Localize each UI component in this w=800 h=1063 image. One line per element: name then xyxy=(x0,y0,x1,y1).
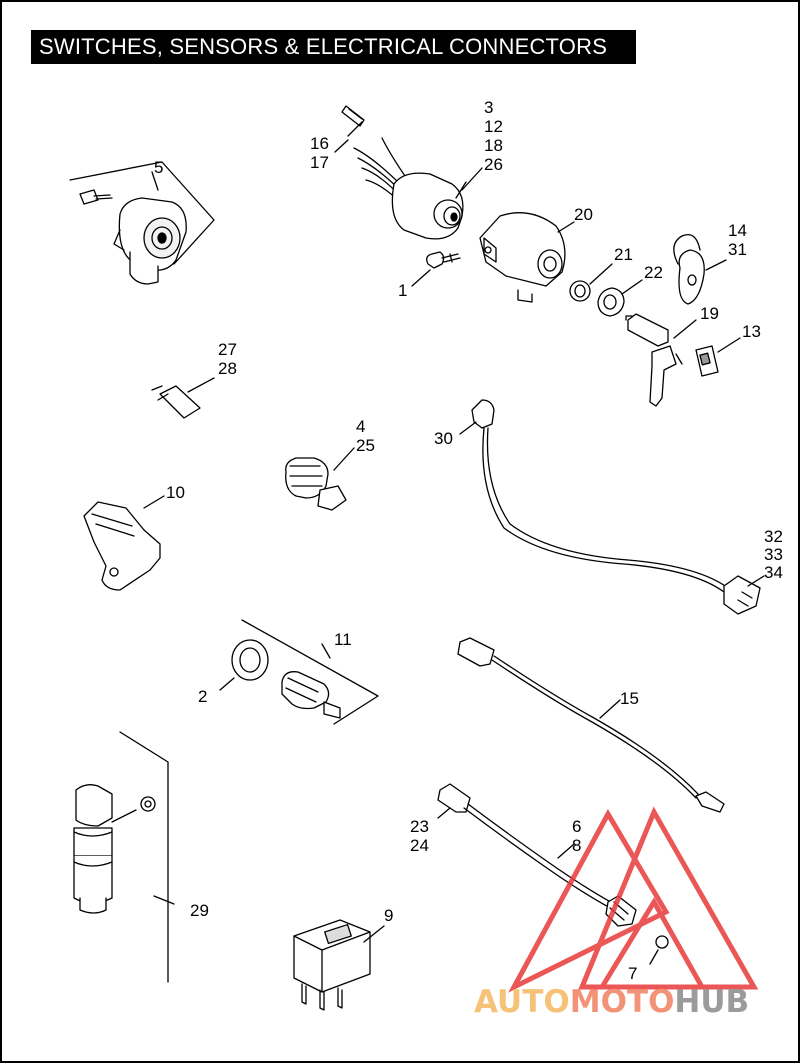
callout-5: 5 xyxy=(154,158,163,177)
callout-24: 24 xyxy=(410,836,429,855)
callout-12: 12 xyxy=(484,117,503,136)
callout-33: 33 xyxy=(764,545,783,564)
callout-2: 2 xyxy=(198,687,207,706)
part-16-fuse xyxy=(334,105,365,153)
callout-3: 3 xyxy=(484,98,493,117)
part-10-map-sensor xyxy=(83,495,165,591)
automotohub-watermark: AUTOMOTOHUB xyxy=(474,806,759,1020)
part-5-sensor-group xyxy=(69,161,215,285)
part-29-switch-group xyxy=(73,731,175,983)
callout-34: 34 xyxy=(764,563,783,582)
callout-29: 29 xyxy=(190,901,209,920)
callout-11: 11 xyxy=(334,630,352,649)
callout-30: 30 xyxy=(434,429,453,448)
callout-28: 28 xyxy=(218,359,237,378)
part-11-switch-group xyxy=(219,619,379,725)
part-19-keys xyxy=(625,313,697,407)
callout-31: 31 xyxy=(728,240,747,259)
callout-9: 9 xyxy=(384,906,393,925)
part-20-switch-housing xyxy=(479,212,575,303)
callout-7: 7 xyxy=(628,964,637,983)
callout-16: 16 xyxy=(310,134,329,153)
callout-8: 8 xyxy=(572,836,581,855)
watermark-triangle-icon xyxy=(508,806,759,993)
part-14-key-fob xyxy=(673,233,727,305)
callout-1: 1 xyxy=(398,281,407,300)
callout-20: 20 xyxy=(574,205,593,224)
callout-26: 26 xyxy=(484,155,503,174)
watermark-text-auto: AUTO xyxy=(474,984,570,1020)
callout-32: 32 xyxy=(764,527,783,546)
callout-14: 14 xyxy=(728,221,747,240)
part-4-pressure-switch xyxy=(285,447,355,511)
callout-18: 18 xyxy=(484,136,503,155)
part-9-relay xyxy=(293,919,385,1011)
part-15-sensor-cable xyxy=(457,637,725,813)
callout-numbers: 3 12 18 26 16 17 5 20 14 31 21 22 1 19 1… xyxy=(154,98,783,983)
callout-10: 10 xyxy=(166,483,185,502)
callout-4: 4 xyxy=(356,417,365,436)
part-13-key-tag xyxy=(695,337,741,377)
part-1-screw xyxy=(411,251,461,287)
callout-19: 19 xyxy=(700,304,719,323)
watermark-text-hub: HUB xyxy=(674,984,749,1020)
callout-15: 15 xyxy=(620,689,639,708)
callout-27: 27 xyxy=(218,340,237,359)
callout-17: 17 xyxy=(310,153,329,172)
callout-22: 22 xyxy=(644,263,663,282)
part-3-ignition-switch xyxy=(353,137,467,240)
part-30-harness-cable xyxy=(459,399,765,615)
callout-25: 25 xyxy=(356,436,375,455)
callout-23: 23 xyxy=(410,817,429,836)
part-27-blade-fuse xyxy=(151,377,215,419)
svg-text:AUTOMOTOHUB: AUTOMOTOHUB xyxy=(474,984,749,1020)
callout-21: 21 xyxy=(614,245,633,264)
page-title: SWITCHES, SENSORS & ELECTRICAL CONNECTOR… xyxy=(31,30,636,64)
part-22-nut xyxy=(597,279,643,317)
part-21-washer xyxy=(569,263,613,302)
watermark-text-moto: MOTO xyxy=(570,984,675,1020)
callout-6: 6 xyxy=(572,817,581,836)
callout-13: 13 xyxy=(742,322,761,341)
